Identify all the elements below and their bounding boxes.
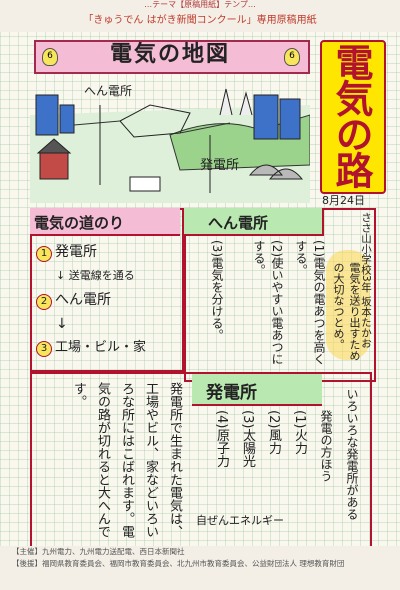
footer-organizer: 【主催】九州電力、九州電力送配電、西日本新聞社 [12,547,185,556]
plant-body: 発電所で生まれた電気は、工場やビル、家などいろいろな所にはこばれます。電気の路が… [71,382,182,538]
power-plant-icon [248,164,304,180]
tower-icon [219,88,253,116]
date-text: 8月24日 [322,194,365,207]
section-substation-title: へん電所 [208,214,269,232]
drawing-label-plant: 発電所 [200,158,240,173]
drawing-label-substation: へん電所 [84,84,133,98]
page-title: 電気の地図 [109,42,230,67]
substation-point: (1)電気の電あつを高くする。 [294,240,326,365]
top-strip: …テーマ【原稿用紙】テンプ… [0,0,400,12]
note-bubble [326,250,370,360]
substation-point: (2)使いやすい電あつにする。 [252,240,284,365]
section-plant-title: 発電所 [206,383,257,403]
plant-note: いろいろな発電所がある [345,388,359,520]
bulb-icon: 6 [284,48,300,66]
section-substation-header: へん電所 [184,208,324,236]
plant-methods-title: 発電の方ほう [319,410,333,482]
plant-method: (1)火力 [292,410,307,455]
title-box [34,40,310,74]
main-title-box [320,40,386,194]
house-icon [39,152,69,180]
building-icon [59,104,75,134]
eco-energy-label: 自ぜんエネルギー [196,514,284,527]
plant-method: (2)風力 [266,410,281,455]
main-title: 電気の路 [329,43,373,187]
plant-method: (3)太陽光 [240,410,255,468]
building-icon [253,94,279,140]
section-route-title: 電気の道のり [34,214,125,232]
author-text: ささ山小学校3年 坂本たかお [360,212,372,349]
power-map-drawing [30,88,310,203]
section-route-header: 電気の道のり [30,208,180,236]
step-number-icon: 2 [36,294,52,310]
footer-sponsor: 【後援】福岡県教育委員会、福岡市教育委員会、北九州市教育委員会、公益財団法人 理… [12,559,345,568]
route-step: ↓ 送電線を通る [56,269,135,282]
form-header: 「きゅうでん はがき新聞コンクール」専用原稿用紙 [0,10,400,32]
building-icon [35,94,59,136]
step-number-icon: 3 [36,341,52,357]
section-plant-header: 発電所 [192,374,322,406]
substation-note: 電気を送り出すための大切なつとめ。 [332,262,361,361]
building-icon [279,98,301,140]
plant-method: (4)原子力 [214,410,229,468]
substation-point: (3)電気を分ける。 [210,240,224,341]
bulb-icon: 6 [42,48,58,66]
footer: 【主催】九州電力、九州電力送配電、西日本新聞社 【後援】福岡県教育委員会、福岡市… [0,546,400,590]
route-step: ↓ [56,316,68,332]
step-number-icon: 1 [36,246,52,262]
